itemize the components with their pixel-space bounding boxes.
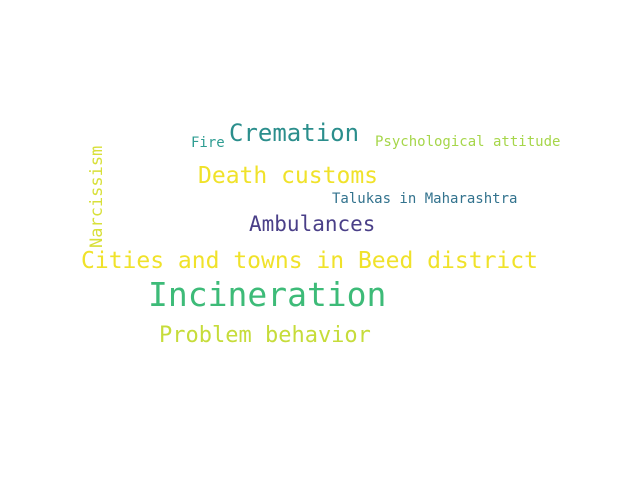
- word-talukas-in-maharashtra: Talukas in Maharashtra: [332, 191, 518, 207]
- word-problem-behavior: Problem behavior: [159, 323, 371, 348]
- word-cremation: Cremation: [229, 119, 360, 147]
- word-narcissism: Narcissism: [87, 145, 107, 248]
- word-fire: Fire: [191, 135, 225, 151]
- word-ambulances: Ambulances: [249, 212, 376, 236]
- word-cities-and-towns-in-beed-district: Cities and towns in Beed district: [81, 248, 538, 274]
- word-psychological-attitude: Psychological attitude: [375, 134, 561, 150]
- word-incineration: Incineration: [148, 275, 387, 314]
- word-death-customs: Death customs: [198, 163, 379, 189]
